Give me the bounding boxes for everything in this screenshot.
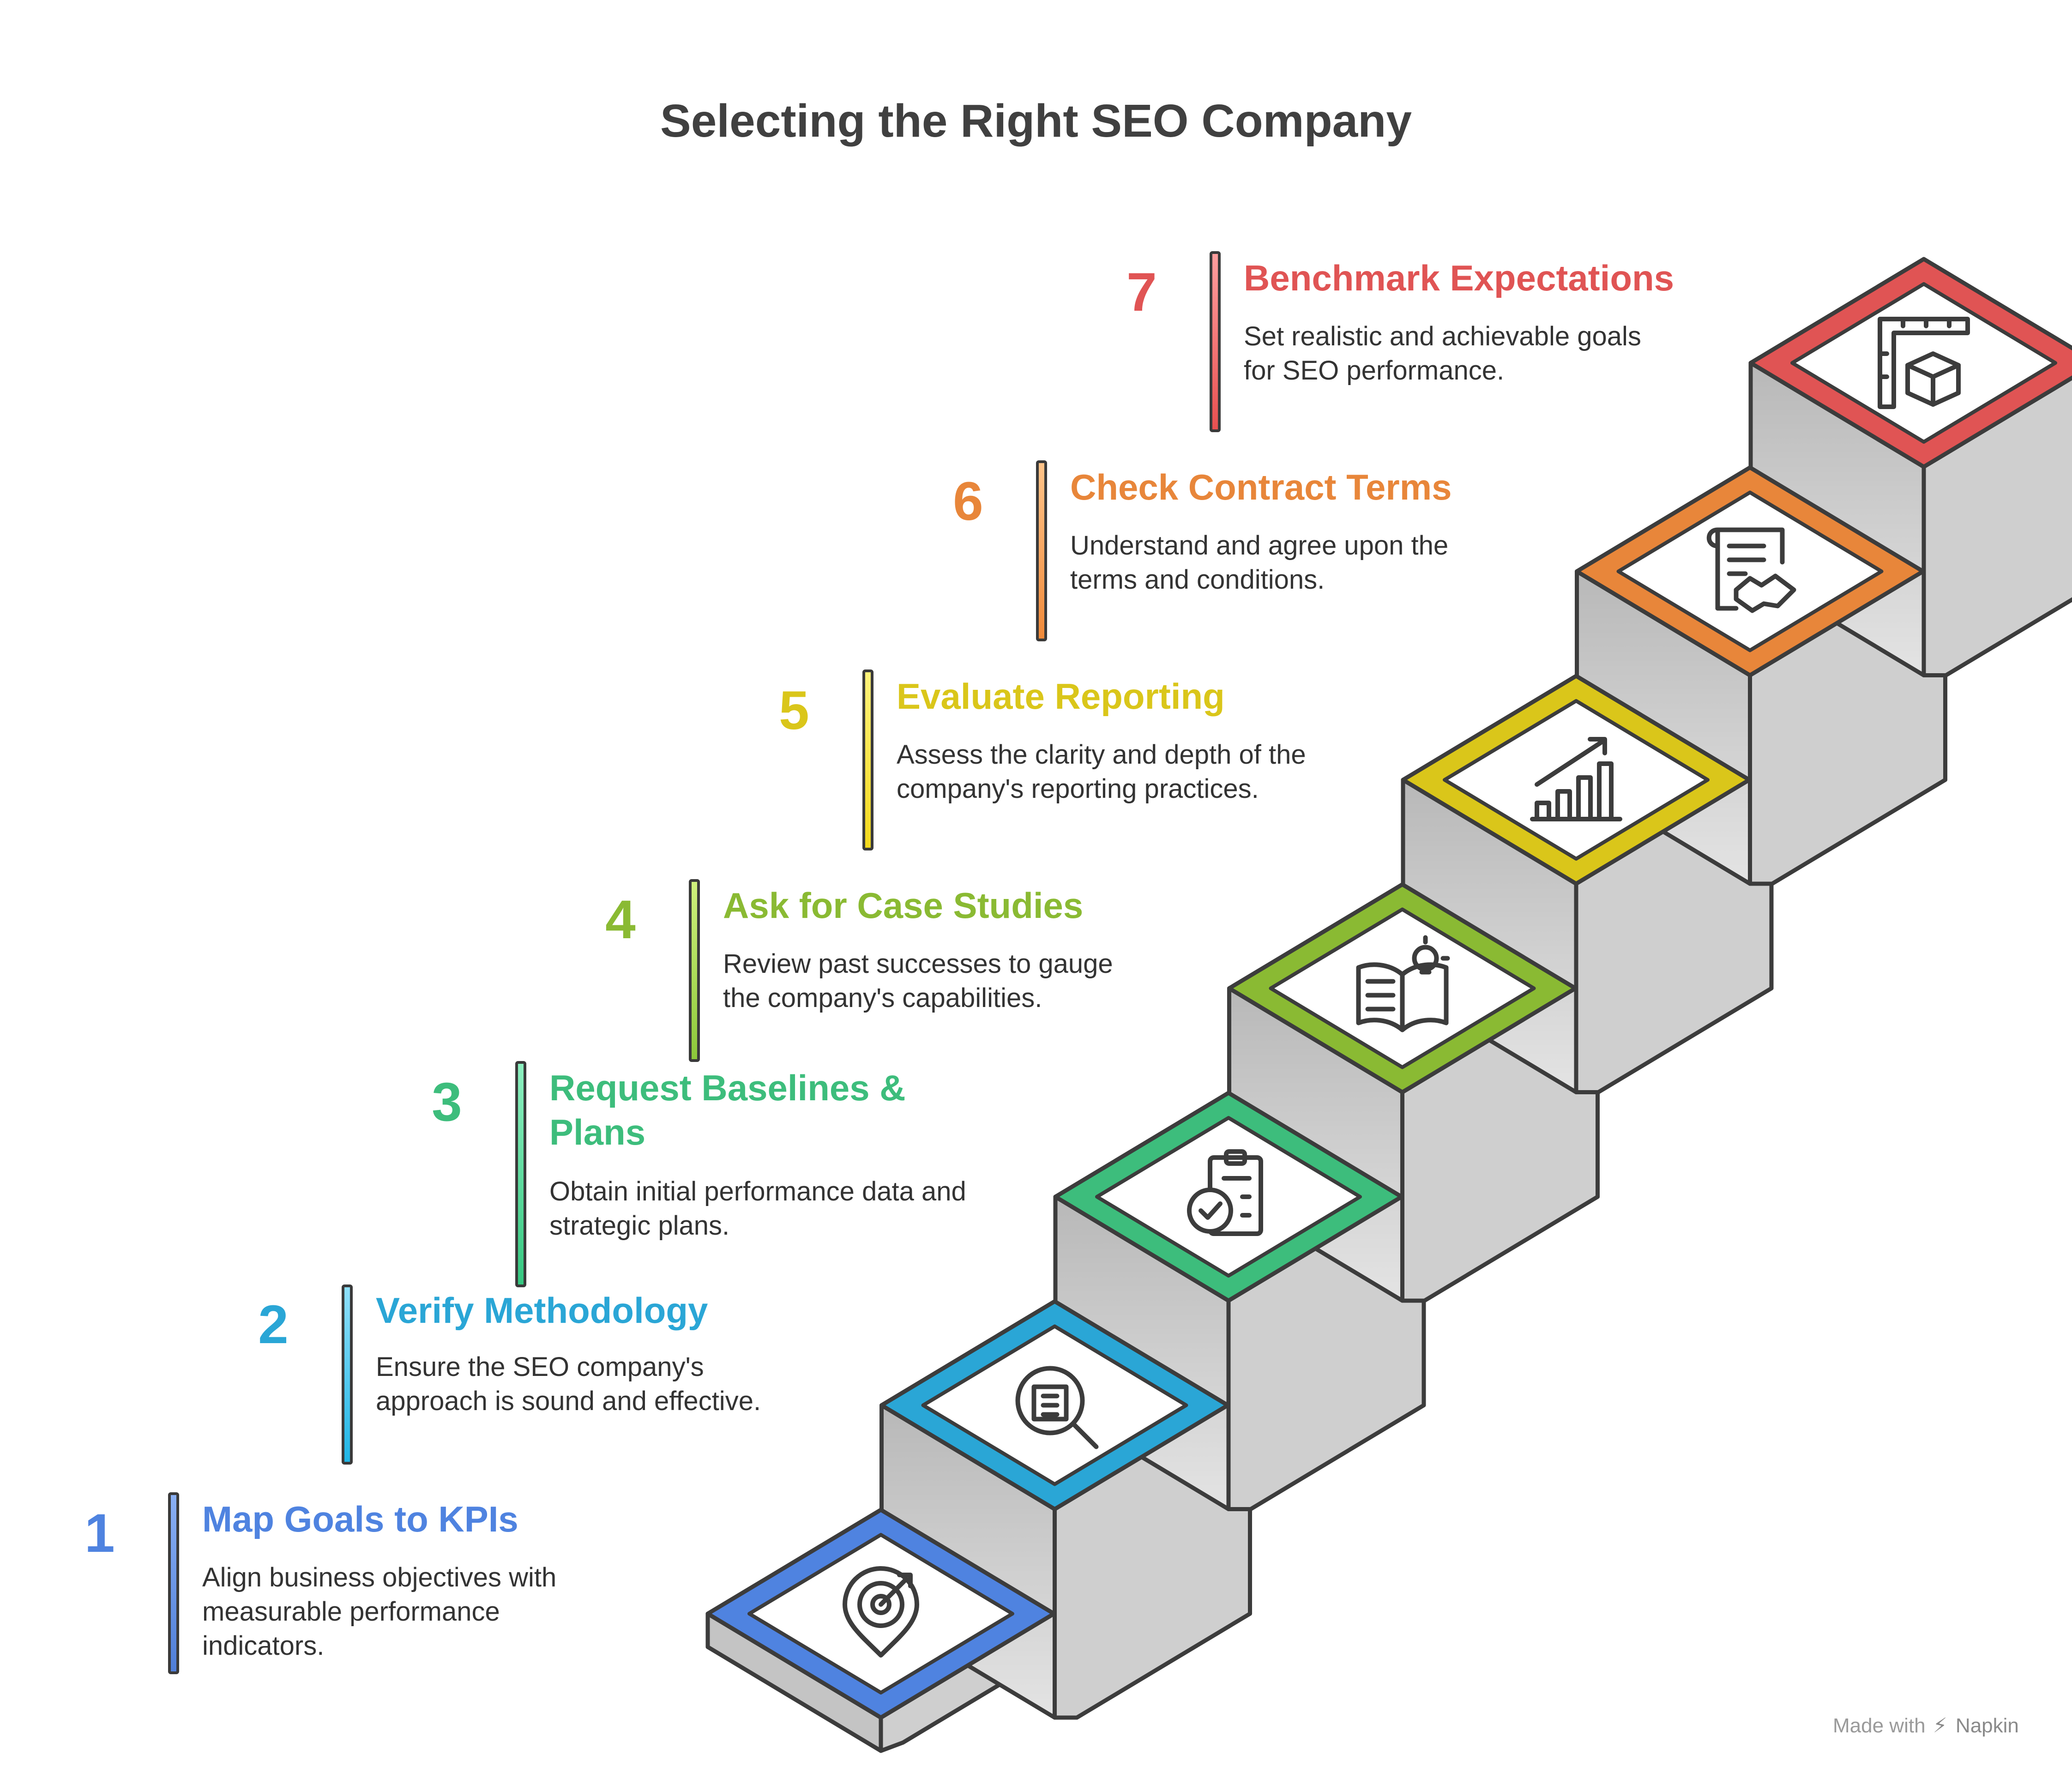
page-title: Selecting the Right SEO Company	[660, 95, 1412, 147]
step-accent-bar	[1036, 460, 1047, 641]
step-number: 3	[432, 1072, 462, 1133]
step-tile-face	[1616, 490, 1884, 652]
step-tile-2	[879, 1299, 1230, 1511]
step-accent-bar	[515, 1061, 526, 1287]
growth-chart-icon	[1530, 737, 1622, 821]
step-description: Review past successes to gauge the compa…	[723, 949, 1113, 1013]
step-tile-6	[1575, 465, 1925, 677]
step-tile-3	[1053, 1091, 1404, 1303]
step-description: Assess the clarity and depth of the comp…	[897, 740, 1306, 804]
contract-handshake-icon	[1706, 527, 1796, 613]
step-title: Check Contract Terms	[1070, 467, 1452, 507]
step-tile-4	[1227, 882, 1578, 1094]
footer-prefix: Made with	[1833, 1714, 1926, 1737]
step-number: 4	[605, 889, 636, 950]
step-tile-5	[1401, 674, 1752, 886]
step-title: Verify Methodology	[376, 1290, 708, 1331]
step-number: 2	[258, 1294, 289, 1355]
step-accent-bar	[342, 1285, 353, 1465]
step-number: 6	[953, 471, 983, 532]
step-description: Ensure the SEO company's approach is sou…	[376, 1352, 761, 1416]
magnifier-document-icon	[1015, 1366, 1099, 1449]
step-accent-bar	[862, 669, 873, 850]
step-title: Benchmark Expectations	[1244, 258, 1674, 298]
step-title: Evaluate Reporting	[897, 676, 1225, 717]
step-title: Request Baselines & Plans	[549, 1067, 906, 1152]
clipboard-check-icon	[1187, 1149, 1263, 1236]
step-number: 1	[84, 1503, 115, 1564]
step-description: Set realistic and achievable goals for S…	[1244, 321, 1641, 386]
step-tile-1	[705, 1508, 1056, 1720]
step-title: Map Goals to KPIs	[202, 1499, 518, 1539]
step-accent-bar	[1210, 251, 1221, 432]
step-tile-7	[1748, 257, 2072, 469]
ruler-cube-icon	[1878, 317, 1970, 409]
footer-brand: Napkin	[1955, 1714, 2019, 1737]
step-accent-bar	[689, 879, 700, 1062]
step-tile-face	[1790, 282, 2057, 444]
step-title: Ask for Case Studies	[723, 885, 1084, 926]
napkin-logo-icon: ⚡	[1933, 1714, 1947, 1737]
made-with-footer: Made with ⚡ Napkin	[1833, 1714, 2019, 1737]
step-description: Obtain initial performance data and stra…	[549, 1176, 966, 1241]
book-lightbulb-icon	[1356, 935, 1450, 1032]
target-pin-icon	[843, 1566, 919, 1658]
step-description: Align business objectives with measurabl…	[202, 1562, 557, 1661]
step-number: 7	[1126, 262, 1157, 323]
step-side	[1921, 375, 2072, 677]
step-number: 5	[779, 680, 809, 741]
step-description: Understand and agree upon the terms and …	[1070, 531, 1449, 595]
step-accent-bar	[168, 1492, 179, 1674]
